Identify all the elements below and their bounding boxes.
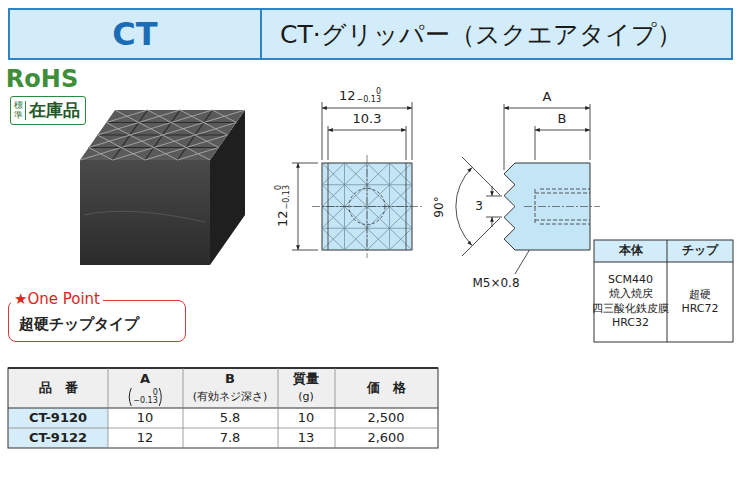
node-text: ★One Point xyxy=(11,290,103,308)
dimension-group: 120−0.13 xyxy=(337,88,383,104)
label-text: 13 xyxy=(298,431,315,446)
label-holder: 12 xyxy=(137,431,154,446)
label-holder: 質量 xyxy=(293,372,319,387)
dimension-group: 120−0.13 xyxy=(275,183,291,229)
node-text: CT xyxy=(112,15,157,53)
label-text: (g) xyxy=(298,391,314,404)
label-text: 0 xyxy=(275,185,283,190)
label-text: 5.8 xyxy=(220,411,241,426)
label-text: −0.13 xyxy=(283,185,291,210)
label-holder: CT-9122 xyxy=(29,431,87,446)
header-title-box: CT·グリッパー（スクエアタイプ） xyxy=(260,8,733,60)
node-text: 標準 xyxy=(14,101,26,121)
label-text: A xyxy=(140,372,150,387)
tolerance-stack: 0−0.13 xyxy=(357,88,382,104)
label-holder: 90° xyxy=(433,194,447,219)
label-holder: 超硬 HRC72 xyxy=(681,288,718,317)
label-holder: 10.3 xyxy=(351,112,384,127)
label-text: B xyxy=(225,372,235,387)
front-view xyxy=(312,155,422,258)
label-holder: B xyxy=(225,372,235,387)
label-holder: チップ xyxy=(682,244,718,258)
label-text: 3 xyxy=(473,200,485,214)
label-holder: 10 xyxy=(298,411,315,426)
label-holder: A xyxy=(541,90,554,105)
label-holder: 2,600 xyxy=(367,431,404,446)
label-text: チップ xyxy=(682,244,718,258)
label-text: 7.8 xyxy=(220,431,241,446)
label-text: 12 xyxy=(137,431,154,446)
label-holder: 品 番 xyxy=(39,381,78,396)
label-holder: A xyxy=(140,372,150,387)
node-text: 超硬チップタイプ xyxy=(19,315,185,334)
node-text: CT·グリッパー（スクエアタイプ） xyxy=(280,18,682,51)
tolerance-stack: 0−0.13 xyxy=(275,185,291,210)
node-text: 在庫品 xyxy=(29,99,80,122)
label-text: 質量 xyxy=(293,372,319,387)
label-holder: (有効ネジ深さ) xyxy=(193,391,268,404)
label-text: (有効ネジ深さ) xyxy=(193,391,268,404)
label-holder: 7.8 xyxy=(220,431,241,446)
label-text: 0 xyxy=(376,88,381,96)
label-text: 12 xyxy=(339,89,356,104)
label-text: M5×0.8 xyxy=(470,277,521,291)
label-text: −0.13 xyxy=(133,397,158,405)
label-holder: SCM440 焼入焼戻 四三酸化鉄皮膜 HRC32 xyxy=(592,273,669,330)
label-holder: M5×0.8 xyxy=(470,277,521,291)
spec-table xyxy=(8,368,438,448)
label-text: 価 格 xyxy=(367,381,406,396)
label-holder: (g) xyxy=(298,391,314,404)
side-view xyxy=(504,163,600,250)
label-holder: 2,500 xyxy=(367,411,404,426)
label-holder: 13 xyxy=(298,431,315,446)
stock-badge: 標準在庫品 xyxy=(10,96,86,125)
label-text: 品 番 xyxy=(39,381,78,396)
label-text: CT-9120 xyxy=(29,411,87,426)
label-text: 10.3 xyxy=(351,112,384,127)
label-text: SCM440 焼入焼戻 四三酸化鉄皮膜 HRC32 xyxy=(592,273,669,330)
label-text: 10 xyxy=(137,411,154,426)
tolerance-stack: 0−0.13 xyxy=(133,389,158,405)
label-text: 0 xyxy=(153,389,158,397)
label-text: A xyxy=(541,90,554,105)
label-text: 12 xyxy=(276,210,291,227)
paren-mark xyxy=(158,387,163,407)
label-holder: 5.8 xyxy=(220,411,241,426)
label-holder: 本体 xyxy=(619,244,643,258)
label-text: 本体 xyxy=(619,244,643,258)
label-text: 2,500 xyxy=(367,411,404,426)
dimension-lines xyxy=(292,102,590,274)
paren-mark xyxy=(127,387,132,407)
label-text: RoHS xyxy=(6,66,78,94)
label-text: 超硬 HRC72 xyxy=(681,288,718,317)
dimension-group: 0−0.13 xyxy=(127,387,163,407)
label-holder: RoHS xyxy=(6,66,78,94)
label-text: −0.13 xyxy=(357,96,382,104)
header-code-box: CT xyxy=(8,8,262,60)
label-text: B xyxy=(556,112,569,127)
label-holder: 価 格 xyxy=(367,381,406,396)
one-point-box: ★One Point超硬チップタイプ xyxy=(8,300,186,342)
label-text: 90° xyxy=(433,194,447,219)
label-holder: 3 xyxy=(473,200,485,214)
label-holder: B xyxy=(556,112,569,127)
label-holder: 10 xyxy=(137,411,154,426)
label-text: 2,600 xyxy=(367,431,404,446)
label-text: 10 xyxy=(298,411,315,426)
label-text: CT-9122 xyxy=(29,431,87,446)
product-photo xyxy=(80,110,245,265)
label-holder: CT-9120 xyxy=(29,411,87,426)
